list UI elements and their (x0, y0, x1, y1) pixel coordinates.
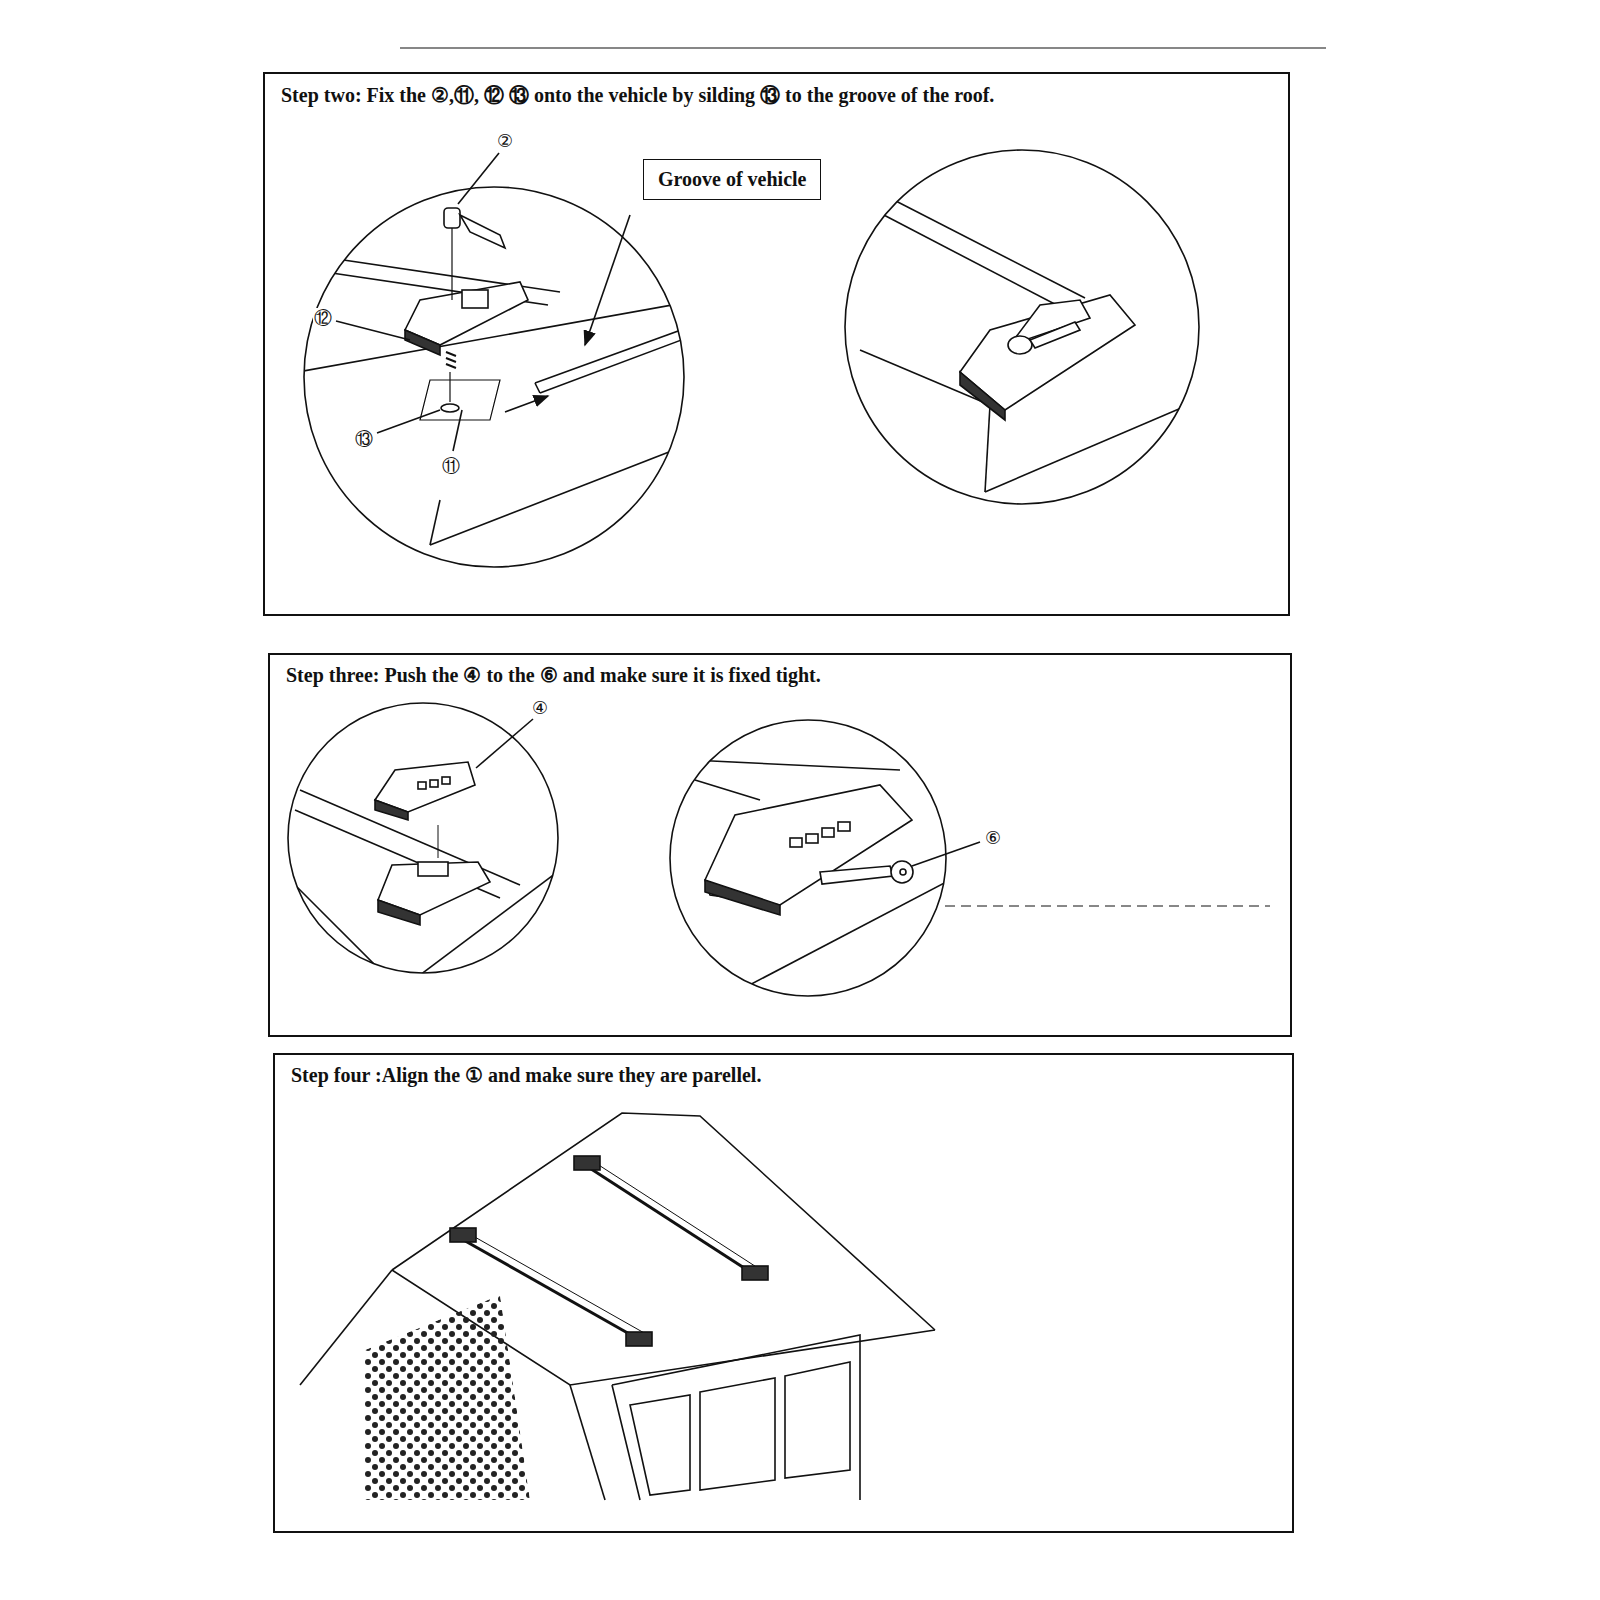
step-heading: Step three: Push the ④ to the ⑥ and make… (284, 663, 823, 687)
step-heading: Step two: Fix the ②,⑪, ⑫ ⑬ onto the vehi… (279, 82, 996, 109)
callout-box: Groove of vehicle (643, 159, 821, 200)
step-panel: Step four :Align the ① and make sure the… (273, 1053, 1294, 1533)
callout-number: ⑪ (441, 456, 461, 476)
callout-number: ⑥ (984, 828, 1002, 848)
step-heading: Step four :Align the ① and make sure the… (289, 1063, 763, 1087)
callout-number: ② (496, 131, 514, 151)
step-panel: Step three: Push the ④ to the ⑥ and make… (268, 653, 1292, 1037)
step-panel: Step two: Fix the ②,⑪, ⑫ ⑬ onto the vehi… (263, 72, 1290, 616)
callout-number: ④ (531, 698, 549, 718)
callout-number: ⑬ (354, 429, 374, 449)
callout-number: ⑫ (313, 308, 333, 328)
box-label: Groove of vehicle (644, 160, 820, 199)
